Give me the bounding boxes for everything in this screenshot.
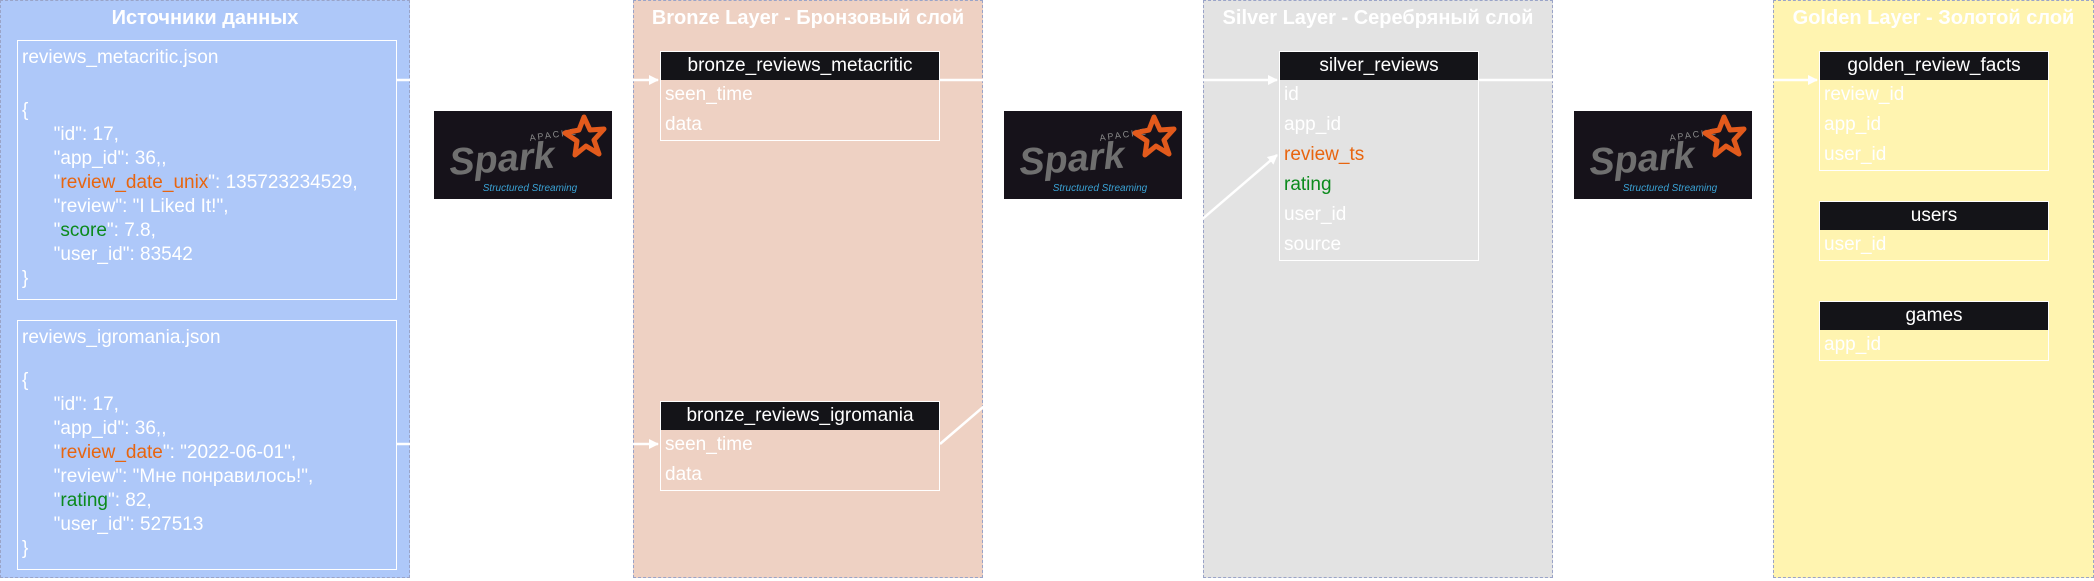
table-field: source xyxy=(1284,234,1342,255)
table-users: users user_id xyxy=(1819,201,2049,261)
lane-sources: Источники данных xyxy=(0,0,410,578)
source-file-box: reviews_metacritic.json { "id": 17, "app… xyxy=(17,40,397,300)
lane-gold: Golden Layer - Золотой слой xyxy=(1773,0,2094,578)
lane-title-bronze: Bronze Layer - Бронзовый слой xyxy=(651,7,965,29)
json-key-highlight: score xyxy=(60,220,107,241)
json-key-highlight: review_date_unix xyxy=(60,172,209,193)
json-line: "user_id": 527513 xyxy=(22,514,204,535)
json-line: { xyxy=(22,370,29,391)
table-field: review_id xyxy=(1824,84,1905,105)
table-field: user_id xyxy=(1824,234,1887,255)
spark-brand-text: Spark xyxy=(1588,135,1698,184)
table-name: games xyxy=(1820,302,2048,330)
spark-star-icon xyxy=(1702,114,1747,158)
json-line: "user_id": 83542 xyxy=(22,244,193,265)
table-name: bronze_reviews_metacritic xyxy=(661,52,939,80)
json-line: } xyxy=(22,268,29,289)
lane-title-sources: Источники данных xyxy=(111,7,299,29)
table-field: rating xyxy=(1284,174,1332,195)
lane-silver: Silver Layer - Серебряный слой xyxy=(1203,0,1553,578)
source-file-name: reviews_metacritic.json xyxy=(22,47,219,68)
table-field: app_id xyxy=(1824,334,1882,355)
table-field: seen_time xyxy=(665,84,753,105)
json-line: "review": "I Liked It!", xyxy=(22,196,229,217)
table-field: app_id xyxy=(1824,114,1882,135)
json-key-highlight: rating xyxy=(60,490,108,511)
json-line: "review": "Мне понравилось!", xyxy=(22,466,314,487)
table-name: silver_reviews xyxy=(1280,52,1478,80)
json-line: "id": 17, xyxy=(22,394,119,415)
json-sample: { "id": 17, "app_id": 36,, "review_date_… xyxy=(22,99,358,291)
table-name: golden_review_facts xyxy=(1820,52,2048,80)
spark-star-icon xyxy=(1132,114,1177,158)
spark-subtitle-text: Structured Streaming xyxy=(1623,183,1718,194)
source-file-name: reviews_igromania.json xyxy=(22,327,221,348)
table-field: review_ts xyxy=(1284,144,1365,165)
json-line: "app_id": 36,, xyxy=(22,418,167,439)
table-field: seen_time xyxy=(665,434,753,455)
table-name: users xyxy=(1820,202,2048,230)
json-line: "score": 7.8, xyxy=(22,220,156,241)
source-file-box: reviews_igromania.json { "id": 17, "app_… xyxy=(17,320,397,570)
json-sample: { "id": 17, "app_id": 36,, "review_date"… xyxy=(22,369,313,561)
spark-subtitle-text: Structured Streaming xyxy=(483,183,578,194)
table-field: app_id xyxy=(1284,114,1342,135)
table-field: id xyxy=(1284,84,1299,105)
spark-brand-text: Spark xyxy=(1018,135,1128,184)
spark-subtitle-text: Structured Streaming xyxy=(1053,183,1148,194)
json-line: "app_id": 36,, xyxy=(22,148,167,169)
json-line: "id": 17, xyxy=(22,124,119,145)
spark-brand-text: Spark xyxy=(448,135,558,184)
lane-bronze: Bronze Layer - Бронзовый слой xyxy=(633,0,983,578)
table-games: games app_id xyxy=(1819,301,2049,361)
json-line: "review_date": "2022-06-01", xyxy=(22,442,297,463)
json-line: "review_date_unix": 135723234529, xyxy=(22,172,358,193)
json-line: { xyxy=(22,100,29,121)
table-name: bronze_reviews_igromania xyxy=(661,402,939,430)
table-field: data xyxy=(665,464,702,485)
lane-title-gold: Golden Layer - Золотой слой xyxy=(1792,7,2075,29)
table-field: user_id xyxy=(1284,204,1347,225)
json-line: } xyxy=(22,538,29,559)
arrow-igromania-bronze-to-silver xyxy=(939,154,1278,445)
table-golden-review-facts: golden_review_facts review_id app_id user_i… xyxy=(1819,51,2049,171)
table-field: user_id xyxy=(1824,144,1887,165)
spark-star-icon xyxy=(562,114,607,158)
json-key-highlight: review_date xyxy=(60,442,163,463)
json-line: "rating": 82, xyxy=(22,490,152,511)
lane-title-silver: Silver Layer - Серебряный слой xyxy=(1222,7,1534,29)
table-field: data xyxy=(665,114,702,135)
